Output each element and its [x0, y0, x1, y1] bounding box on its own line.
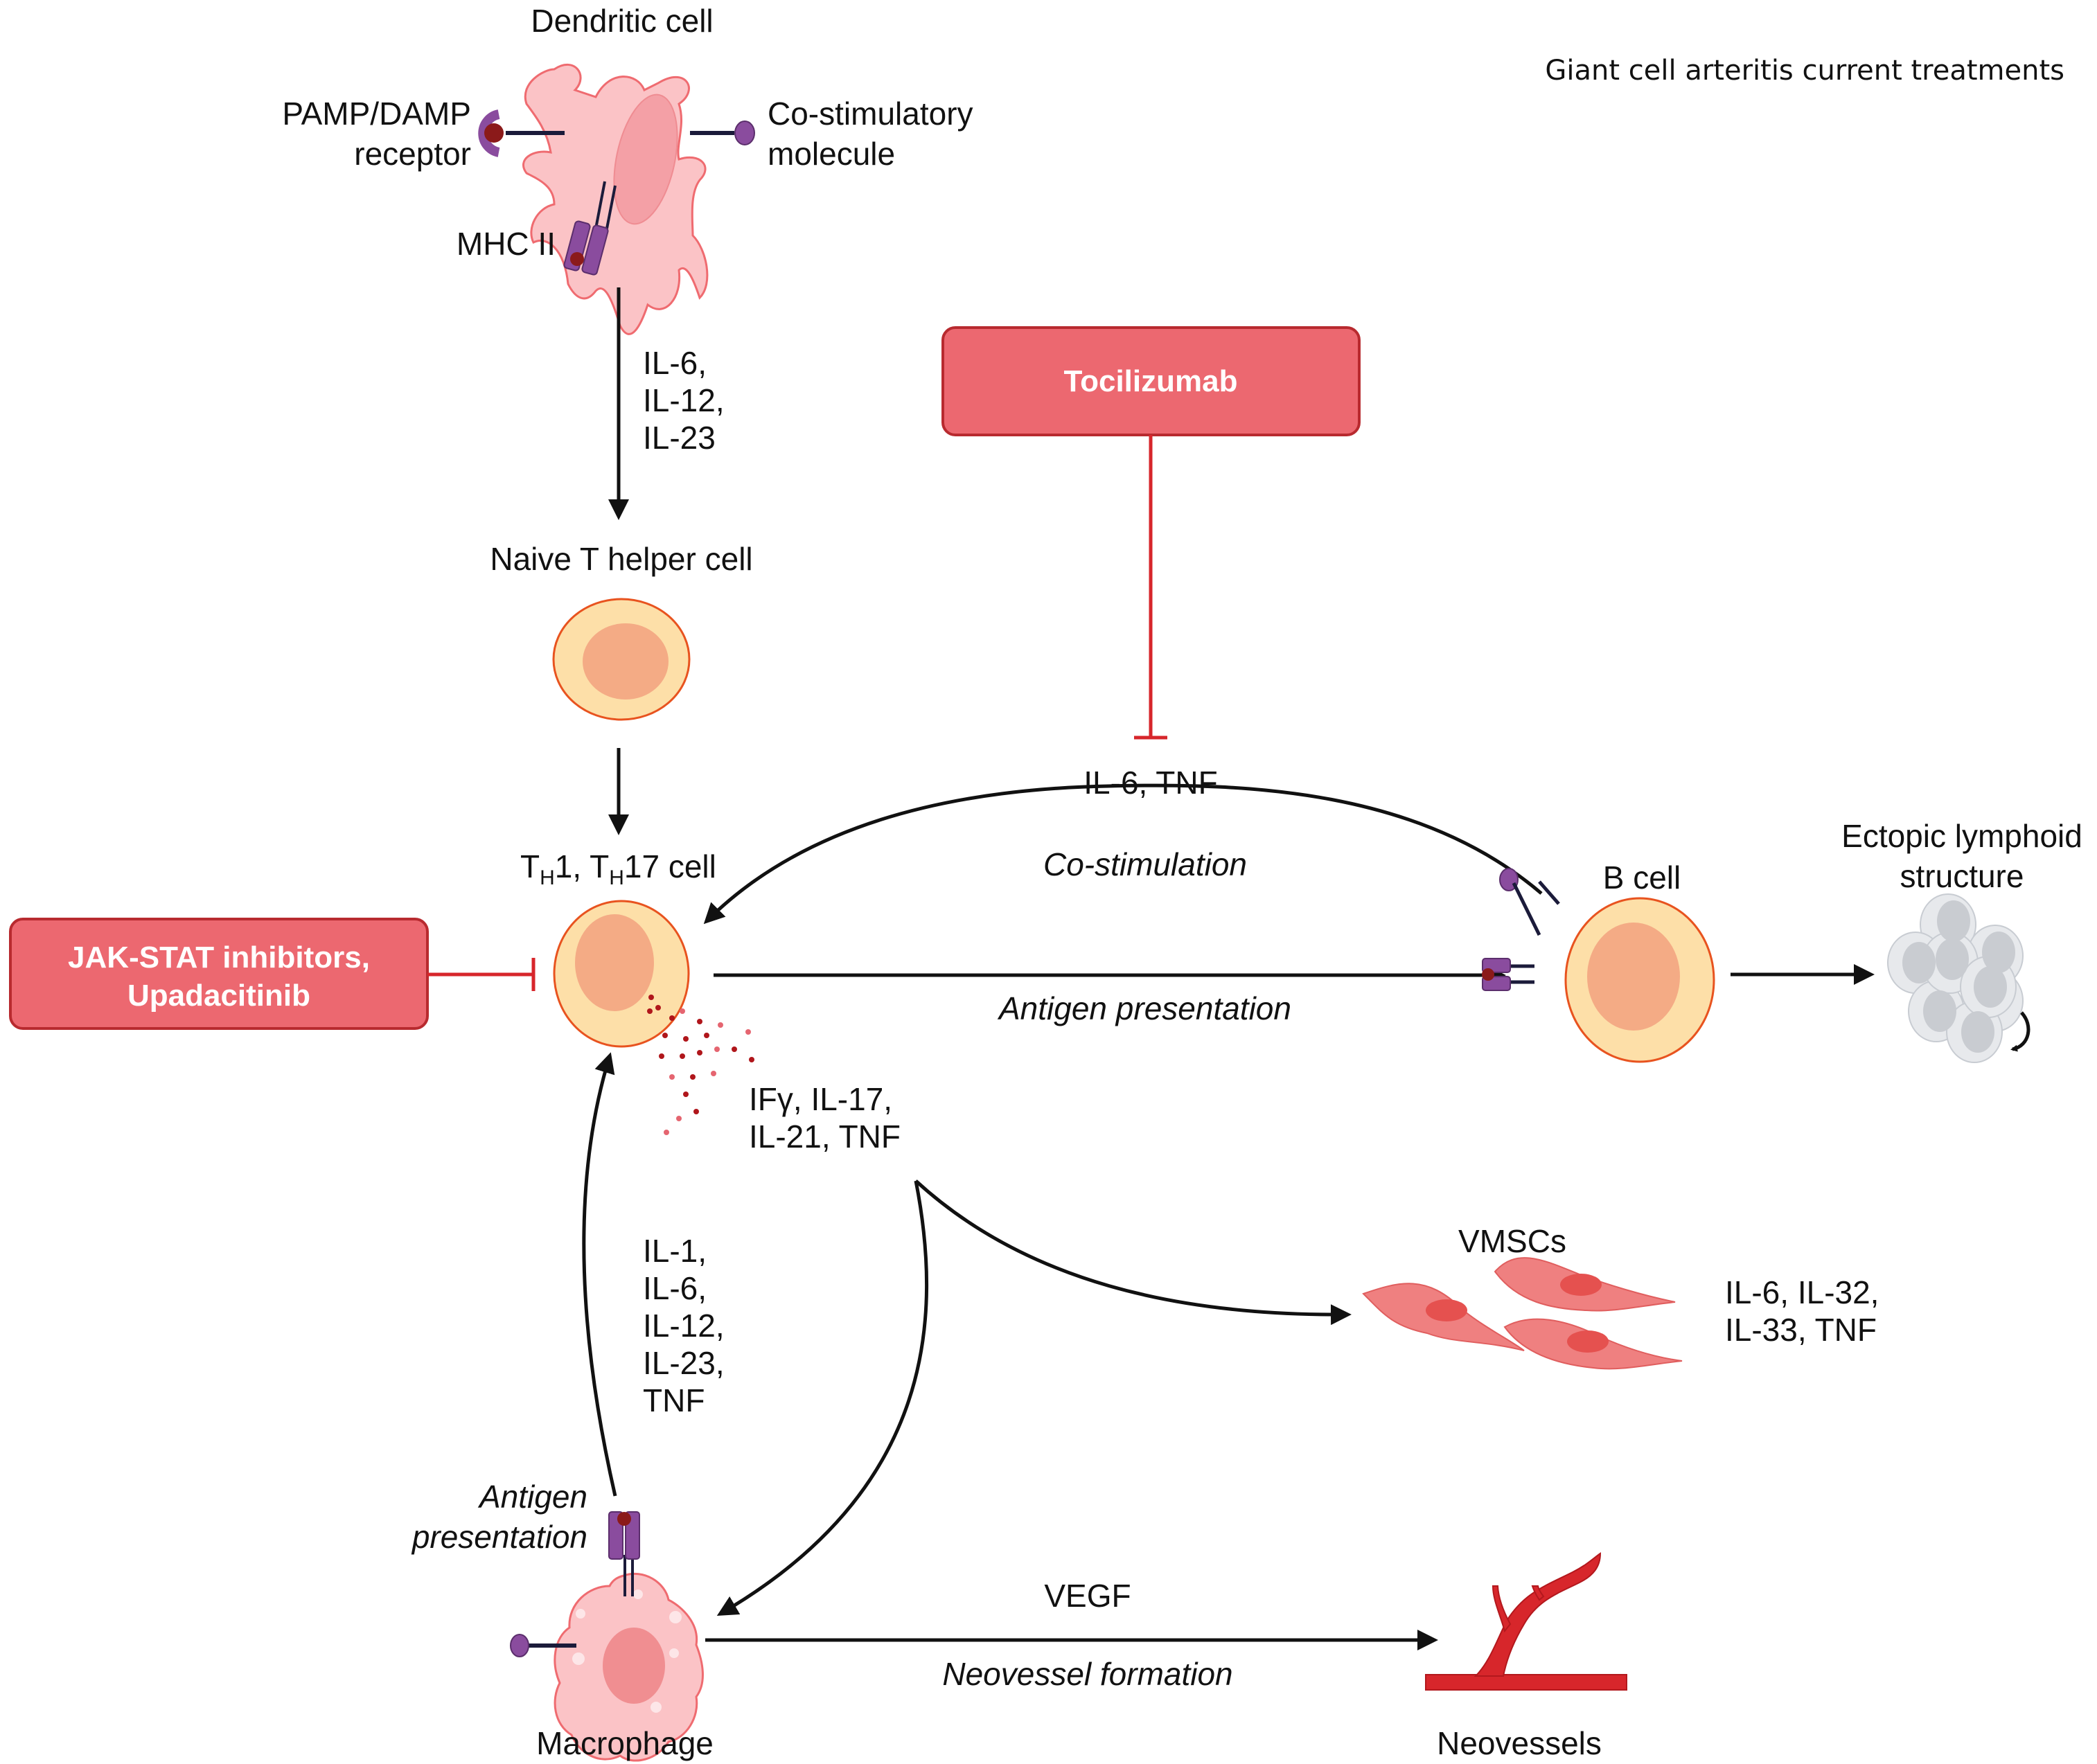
pamp-damp-label-line2: receptor	[354, 136, 471, 172]
pamp-damp-label-line1: PAMP/DAMP	[282, 96, 471, 132]
dendritic-cell-label: Dendritic cell	[531, 3, 713, 39]
b-cell-mhc-icon	[1482, 958, 1534, 991]
mac-antigen-label-line1: Antigen	[477, 1479, 587, 1515]
il6-tnf-label: IL-6, TNF	[1083, 765, 1217, 801]
vmsc-cytokine-line2: IL-33, TNF	[1725, 1312, 1877, 1348]
macrophage-label: Macrophage	[536, 1725, 714, 1761]
vegf-label: VEGF	[1044, 1578, 1131, 1614]
naive-t-cell-icon	[552, 598, 691, 721]
dc-cytokine-3: IL-23	[643, 420, 716, 456]
dendritic-cell-icon	[522, 64, 709, 335]
tocilizumab-box: Tocilizumab	[941, 326, 1361, 436]
b-cell-label: B cell	[1603, 859, 1681, 896]
dc-cytokine-2: IL-12,	[643, 382, 725, 418]
co-stimulation-label: Co-stimulation	[1043, 846, 1247, 882]
co-stimulation-arrow	[703, 783, 1543, 925]
co-stimulatory-label-line1: Co-stimulatory	[768, 96, 973, 132]
mac-cytokine-1: IL-1,	[643, 1233, 707, 1269]
mac-cytokine-3: IL-12,	[643, 1308, 725, 1344]
proliferation-arrow-icon	[2010, 1011, 2030, 1052]
th-cell-label: TH1, TH17 cell	[520, 848, 716, 889]
co-stimulatory-label-line2: molecule	[768, 136, 895, 172]
th-sub2: H	[609, 866, 624, 889]
pamp-damp-receptor-icon	[478, 109, 565, 157]
figure-title: Giant cell arteritis current treatments	[1545, 55, 2064, 87]
th-tail: 17 cell	[624, 848, 716, 884]
tocilizumab-inhibition-line	[1134, 435, 1167, 740]
macrophage-co-stimulatory-icon	[510, 1634, 576, 1657]
th-t1: T	[520, 848, 540, 884]
co-stimulatory-molecule-icon	[690, 121, 755, 145]
dc-cytokine-1: IL-6,	[643, 345, 707, 381]
ectopic-lymphoid-cluster-icon	[1887, 893, 2024, 1063]
th-mid: 1, T	[555, 848, 609, 884]
mhc-ii-label: MHC II	[457, 226, 556, 262]
jak-stat-label-line2: Upadacitinib	[127, 979, 310, 1013]
macrophage-mhc-icon	[608, 1511, 640, 1596]
th-sub1: H	[540, 866, 555, 889]
vmsc-cells-icon	[1362, 1257, 1683, 1370]
mhc-ii-icon	[563, 181, 617, 276]
mac-cytokine-5: TNF	[643, 1382, 705, 1418]
macrophage-to-th-arrow	[582, 1052, 617, 1497]
th-to-vmsc-arrow	[914, 1179, 1352, 1326]
ectopic-label-line1: Ectopic lymphoid	[1841, 818, 2082, 854]
b-cell-icon	[1564, 897, 1715, 1063]
th-to-macrophage-arrow	[716, 1180, 929, 1616]
vmsc-cytokine-line1: IL-6, IL-32,	[1725, 1274, 1879, 1310]
th-cytokine-line2: IL-21, TNF	[749, 1119, 901, 1155]
secreted-cytokine-dots	[647, 995, 754, 1135]
vmsc-label: VMSCs	[1458, 1223, 1566, 1259]
b-cell-co-stimulatory-icon	[1499, 868, 1560, 936]
jak-stat-label-line1: JAK-STAT inhibitors,	[68, 941, 370, 974]
jak-stat-inhibitors-box: JAK-STAT inhibitors, Upadacitinib	[9, 918, 429, 1030]
th-cell-icon	[553, 900, 690, 1048]
ectopic-label-line2: structure	[1900, 858, 2024, 894]
neovessel-formation-label: Neovessel formation	[942, 1656, 1232, 1692]
macrophage-icon	[554, 1572, 704, 1762]
tocilizumab-label: Tocilizumab	[1064, 364, 1238, 398]
neovessels-label: Neovessels	[1437, 1725, 1602, 1761]
naive-t-label: Naive T helper cell	[490, 541, 752, 577]
antigen-presentation-b-label: Antigen presentation	[997, 990, 1291, 1026]
jak-stat-inhibition-line	[427, 958, 536, 991]
th-cytokine-line1: IFγ, IL-17,	[749, 1081, 892, 1117]
mac-cytokine-4: IL-23,	[643, 1345, 725, 1381]
mac-cytokine-2: IL-6,	[643, 1270, 707, 1306]
mac-antigen-label-line2: presentation	[411, 1519, 587, 1555]
neovessels-icon	[1425, 1552, 1627, 1691]
